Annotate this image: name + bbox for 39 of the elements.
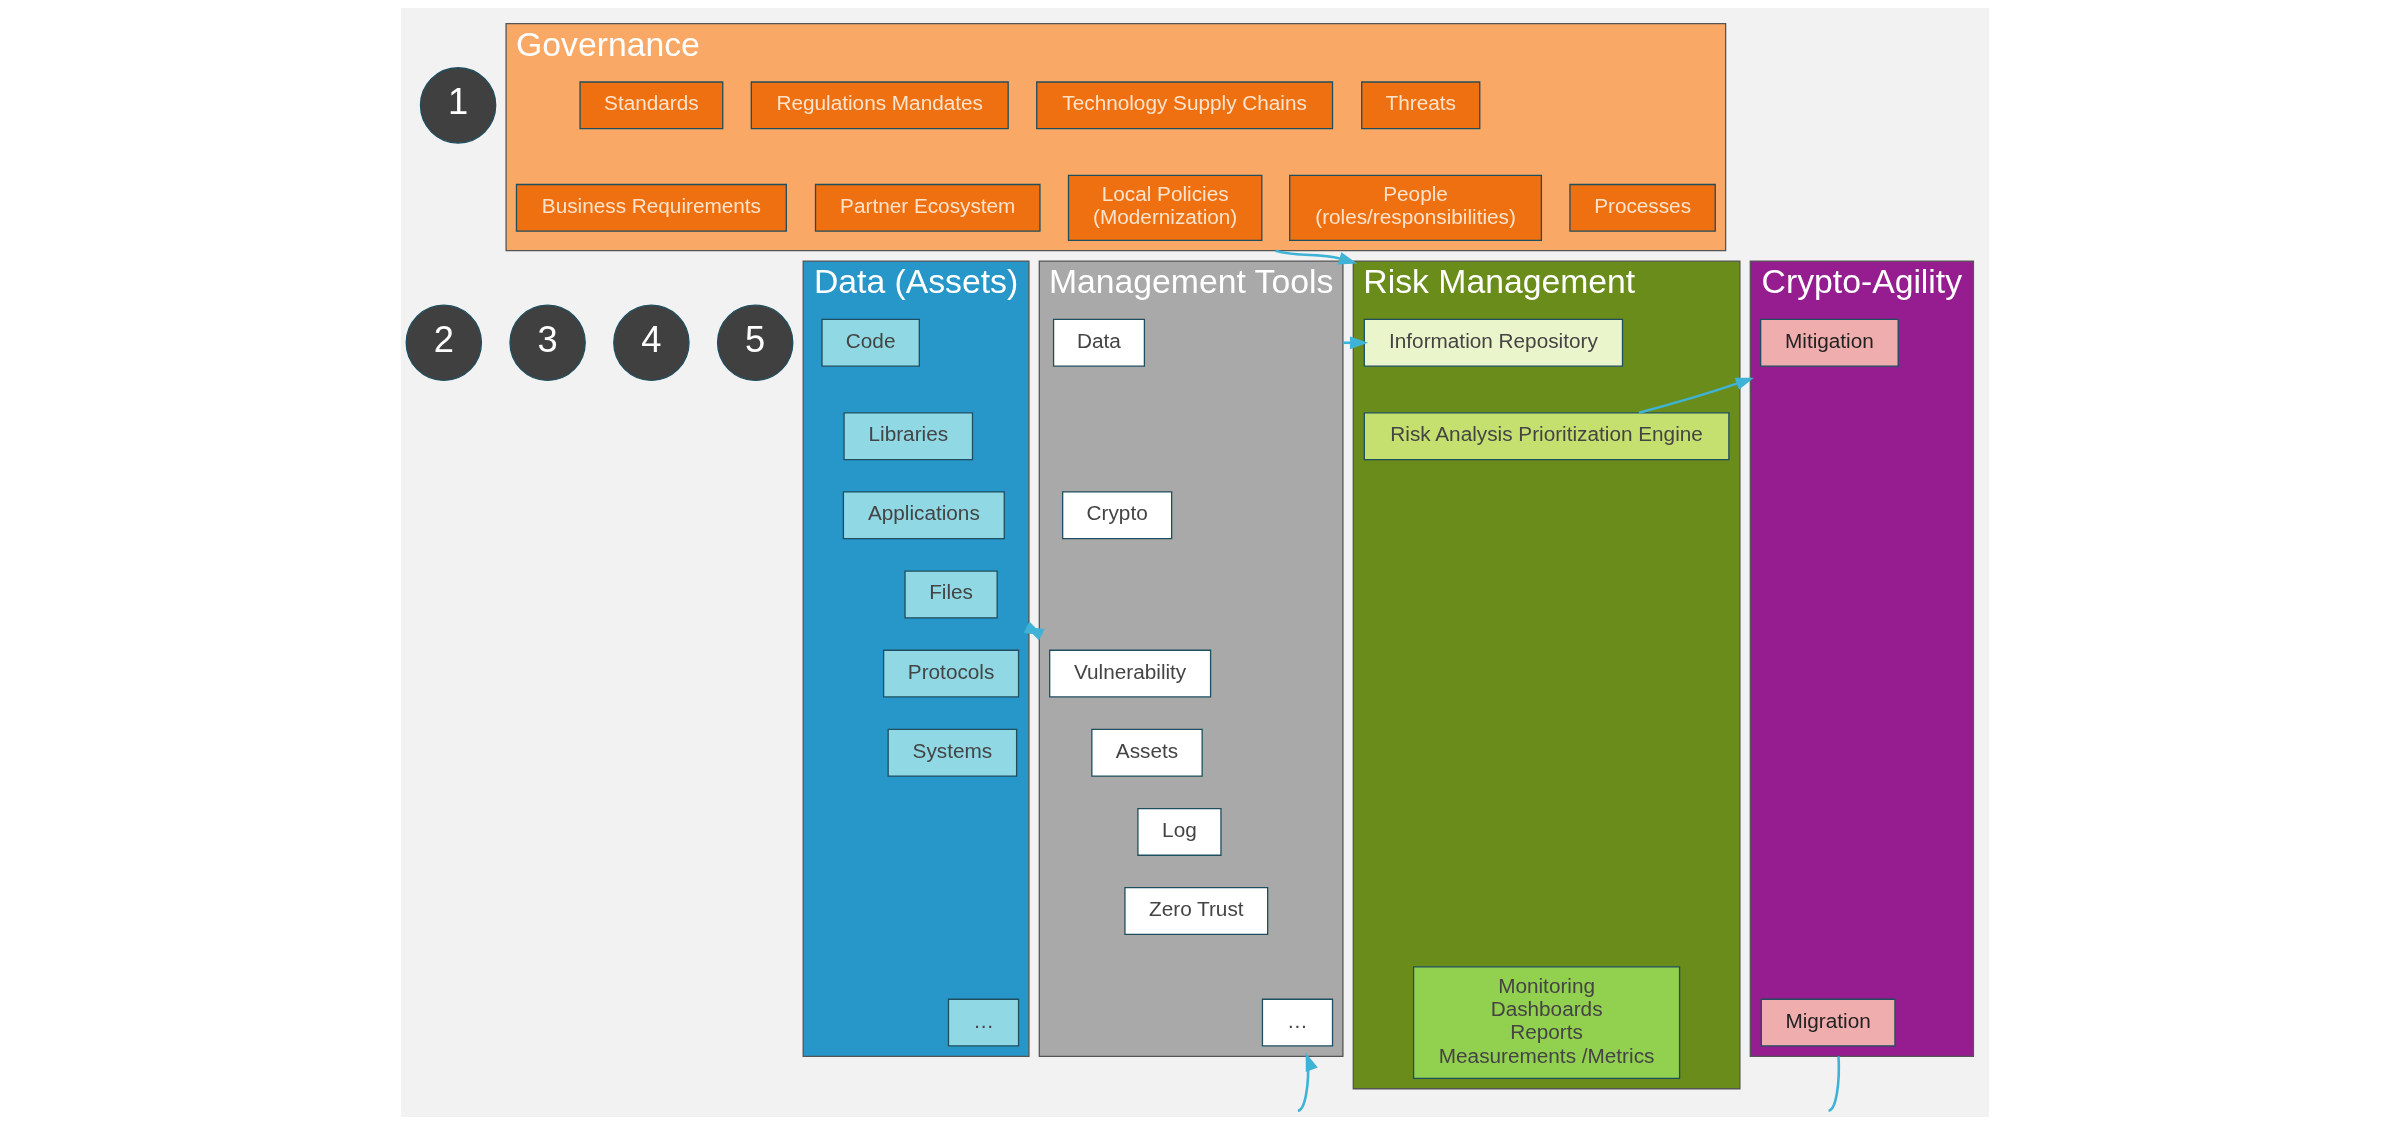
node-box: Vulnerability <box>1049 649 1212 698</box>
node-box: … <box>947 998 1020 1047</box>
node-box: Files <box>904 570 998 619</box>
node-circle: 2 <box>405 304 483 382</box>
node-box: Zero Trust <box>1124 887 1269 936</box>
node-box: Mitigation <box>1760 318 1899 367</box>
arrow <box>1638 377 1754 414</box>
node-box: … <box>1261 998 1334 1047</box>
node-box: People (roles/responsibilities) <box>1289 174 1543 241</box>
node-box: Libraries <box>843 412 974 461</box>
node-box: Assets <box>1091 728 1203 777</box>
node-box: Partner Ecosystem <box>814 183 1041 232</box>
node-box: Protocols <box>883 649 1020 698</box>
node-box: Threats <box>1361 81 1481 130</box>
node-box: Local Policies (Modernization) <box>1067 174 1263 241</box>
node-circle: 1 <box>419 67 497 144</box>
arrow <box>1342 336 1369 350</box>
node-circle: 3 <box>509 304 586 382</box>
node-box: Migration <box>1760 998 1896 1047</box>
node-box: Systems <box>887 728 1018 777</box>
node-box: Code <box>821 318 920 367</box>
node-box: Regulations Mandates <box>750 81 1009 130</box>
node-box: Standards <box>579 81 724 130</box>
node-circle: 4 <box>613 304 690 382</box>
node-box: Applications <box>842 491 1005 540</box>
node-box: Processes <box>1569 183 1716 232</box>
node-circle: 5 <box>716 304 794 382</box>
arrow <box>1297 1052 1318 1112</box>
arrow <box>1023 621 1045 641</box>
node-box: Information Repository <box>1363 318 1624 367</box>
node-box: Risk Analysis Prioritization Engine <box>1363 412 1730 461</box>
node-box: Data <box>1052 318 1146 367</box>
node-box: Crypto <box>1062 491 1173 540</box>
node-box: Monitoring Dashboards Reports Measurements /Metrics <box>1412 966 1681 1080</box>
arrow <box>1275 249 1358 265</box>
node-box: Log <box>1137 807 1222 856</box>
node-box: Technology Supply Chains <box>1036 81 1334 130</box>
connector <box>1827 1056 1841 1112</box>
node-box: Business Requirements <box>515 183 787 232</box>
